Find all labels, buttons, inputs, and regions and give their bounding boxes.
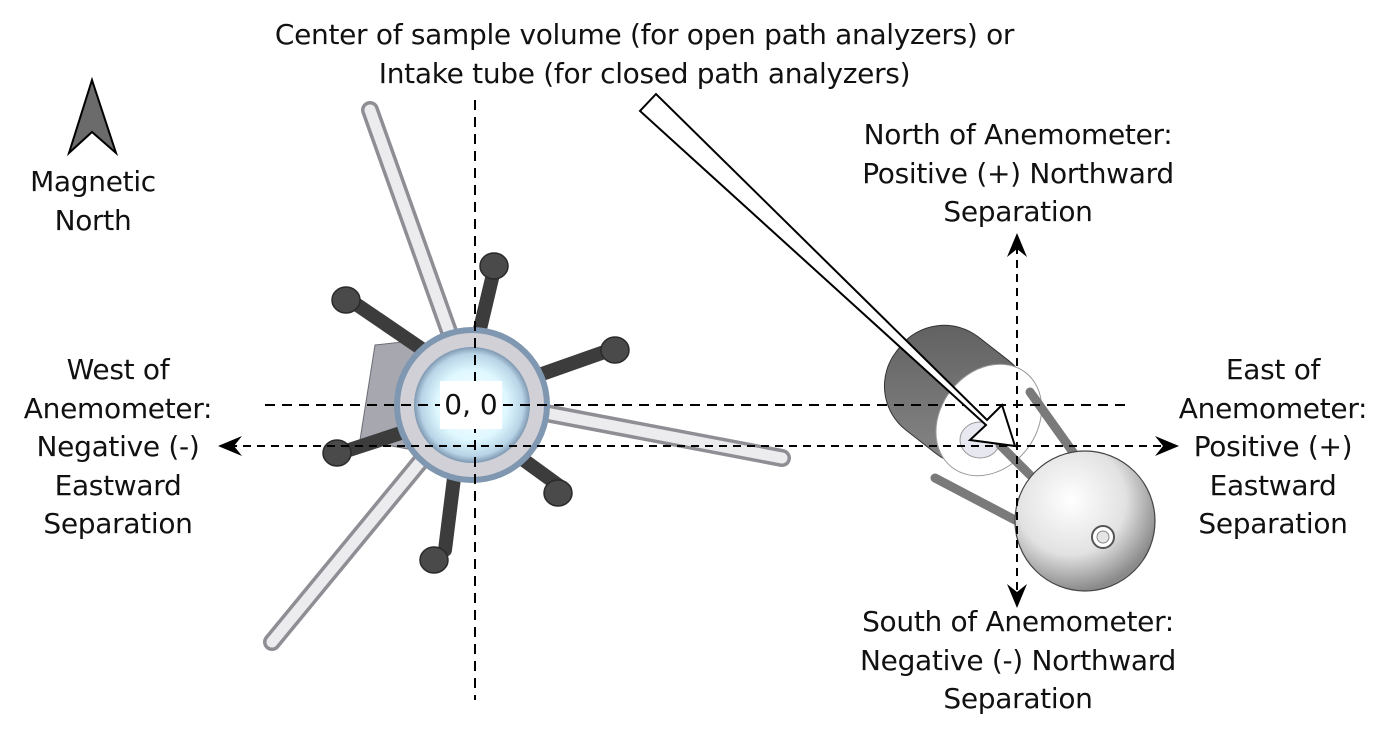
transducer-cap <box>419 546 449 574</box>
transducer-cap <box>479 252 509 280</box>
west-label-line-5: Separation <box>43 507 193 540</box>
callout-line-1: Center of sample volume (for open path a… <box>274 18 1015 51</box>
south-label-line-1: South of Anemometer: <box>862 605 1174 638</box>
north-label-line-1: North of Anemometer: <box>863 118 1173 151</box>
sonic-anemometer <box>263 101 791 651</box>
north-arrow-icon <box>66 76 119 157</box>
magnetic-north-line-2: North <box>54 203 132 237</box>
magnetic-north-line-1: Magnetic <box>30 165 156 198</box>
south-label: South of Anemometer: Negative (-) Northw… <box>848 603 1188 719</box>
transducer-cap <box>331 286 361 314</box>
callout-arrow <box>638 92 1017 448</box>
east-label-line-1: East of <box>1225 353 1321 386</box>
south-label-line-2: Negative (-) Northward <box>860 643 1176 677</box>
transducer-cap <box>322 439 352 467</box>
west-label-line-2: Anemometer: <box>23 391 213 425</box>
east-label-line-3: Positive (+) <box>1193 430 1353 463</box>
callout-line-2: Intake tube (for closed path analyzers) <box>378 56 911 90</box>
west-label-line-3: Negative (-) <box>36 430 200 463</box>
west-label: West of Anemometer: Negative (-) Eastwar… <box>8 351 228 544</box>
transducer-cap <box>543 479 573 507</box>
callout-text: Center of sample volume (for open path a… <box>262 16 1027 93</box>
south-label-line-3: Separation <box>943 682 1093 715</box>
east-label-line-5: Separation <box>1198 507 1348 540</box>
transducer-cap <box>600 336 630 364</box>
separation-axes <box>218 233 1179 608</box>
origin-axes <box>265 100 1125 700</box>
west-label-line-1: West of <box>66 353 170 386</box>
east-label: East of Anemometer: Positive (+) Eastwar… <box>1163 351 1383 544</box>
east-label-line-4: Eastward <box>1209 468 1337 502</box>
origin-label: 0, 0 <box>440 381 502 429</box>
north-label: North of Anemometer: Positive (+) Northw… <box>848 116 1188 232</box>
east-label-line-2: Anemometer: <box>1178 391 1368 425</box>
north-label-line-3: Separation <box>943 195 1093 228</box>
magnetic-north-label: Magnetic North <box>18 163 168 240</box>
west-label-line-4: Eastward <box>54 468 182 502</box>
north-label-line-2: Positive (+) Northward <box>862 156 1174 190</box>
